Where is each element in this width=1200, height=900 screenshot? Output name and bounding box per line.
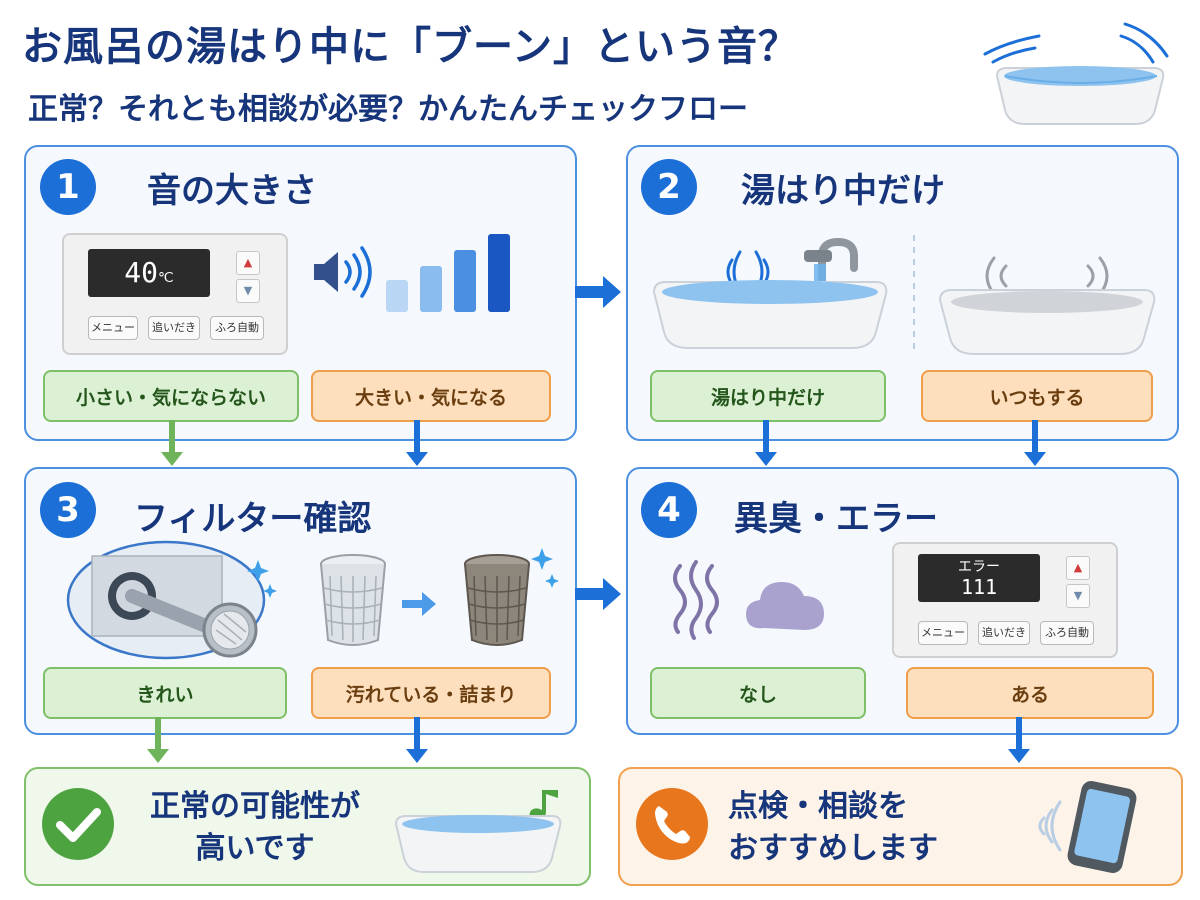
step-2-title: 湯はり中だけ	[741, 171, 945, 211]
arrow-down-blue-1	[406, 420, 428, 466]
phone-icon	[636, 788, 708, 860]
step-4-title: 異臭・エラー	[734, 499, 938, 539]
bathtub-header-icon	[983, 22, 1169, 125]
odor-icon	[673, 560, 824, 640]
bathtub-happy-icon	[394, 790, 562, 873]
remote-menu-button: メニュー	[88, 316, 138, 340]
step-1-number: 1	[40, 159, 96, 215]
step-4-option-yes[interactable]: ある	[906, 667, 1154, 719]
remote-controller-4: エラー 111 ▲ ▼ メニュー 追いだき ふろ自動	[892, 542, 1118, 658]
dirty-filter-icon	[464, 548, 559, 646]
step-1-option-loud[interactable]: 大きい・気になる	[311, 370, 551, 422]
step-4-option-none[interactable]: なし	[650, 667, 866, 719]
step-3-number: 3	[40, 482, 96, 538]
right-arrow-icon	[402, 592, 436, 616]
error-screen: エラー 111	[918, 554, 1040, 602]
result-consult-line1: 点検・相談を	[728, 789, 908, 824]
remote-screen: 40℃	[88, 249, 210, 297]
arrow-1-to-2	[575, 276, 621, 308]
error-code: 111	[960, 575, 998, 599]
remote-controller-1: 40℃ ▲ ▼ メニュー 追いだき ふろ自動	[62, 233, 288, 355]
checkmark-icon	[42, 788, 114, 860]
remote-auto-button: ふろ自動	[210, 316, 264, 340]
arrow-down-blue-3	[406, 717, 428, 763]
arrow-down-green-1	[161, 420, 183, 466]
arrow-3-to-4	[575, 578, 621, 610]
temperature-value: 40	[124, 256, 158, 289]
result-normal-text: 正常の可能性が 高いです	[132, 786, 378, 870]
up-arrow-icon: ▲	[1066, 556, 1090, 580]
volume-bars-icon	[386, 234, 510, 312]
step-1-option-quiet[interactable]: 小さい・気にならない	[43, 370, 299, 422]
step-2-option-only-filling[interactable]: 湯はり中だけ	[650, 370, 886, 422]
bathtub-filling-icon	[652, 237, 888, 349]
down-arrow-icon: ▼	[236, 279, 260, 303]
result-normal-line2: 高いです	[195, 831, 315, 866]
step-2-option-always[interactable]: いつもする	[921, 370, 1153, 422]
dashed-divider	[913, 235, 915, 355]
arrow-down-blue-4	[1008, 717, 1030, 763]
error-label: エラー	[958, 559, 1000, 575]
up-arrow-icon: ▲	[236, 251, 260, 275]
remote-auto-button: ふろ自動	[1040, 621, 1094, 645]
remote-menu-button: メニュー	[918, 621, 968, 645]
page-title: お風呂の湯はり中に「ブーン」という音？	[22, 24, 799, 70]
speaker-icon	[314, 246, 372, 298]
step-3-title: フィルター確認	[134, 499, 372, 539]
arrow-down-green-3	[147, 717, 169, 763]
down-arrow-icon: ▼	[1066, 584, 1090, 608]
clean-filter-icon	[320, 554, 386, 646]
step-1-title: 音の大きさ	[147, 171, 317, 211]
remote-reheat-button: 追いだき	[148, 316, 200, 340]
result-consult-text: 点検・相談を おすすめします	[728, 786, 988, 870]
arrow-down-blue-2a	[755, 420, 777, 466]
filter-removal-icon	[66, 540, 277, 660]
temperature-unit: ℃	[157, 270, 174, 286]
result-consult-line2: おすすめします	[728, 831, 938, 866]
step-2-number: 2	[641, 159, 697, 215]
smartphone-icon	[1038, 780, 1137, 874]
remote-reheat-button: 追いだき	[978, 621, 1030, 645]
page-subtitle: 正常？それとも相談が必要？かんたんチェックフロー	[28, 92, 748, 127]
step-3-option-dirty[interactable]: 汚れている・詰まり	[311, 667, 551, 719]
arrow-down-blue-2b	[1024, 420, 1046, 466]
result-normal-line1: 正常の可能性が	[150, 789, 360, 824]
bathtub-empty-icon	[938, 256, 1156, 355]
step-4-number: 4	[641, 482, 697, 538]
step-3-option-clean[interactable]: きれい	[43, 667, 287, 719]
